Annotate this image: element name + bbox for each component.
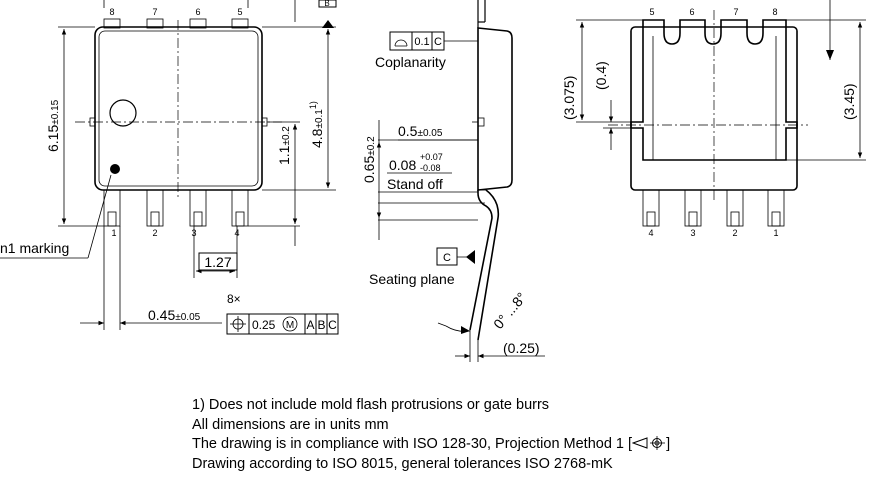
pin-label: 4 [648,228,653,238]
dim-0-45: 0.45±0.05 [148,307,201,323]
dim-0-25: (0.25) [503,340,540,356]
pin-label: 1 [773,228,778,238]
drawing-notes: 1) Does not include mold flash protrusio… [192,396,670,474]
position-tolerance-frame: 0.25 M A B C [226,313,339,335]
pin-label: 2 [152,228,157,238]
dim-0-4: (0.4) [593,61,609,90]
dim-1-1: 1.1±0.2 [276,126,292,165]
side-view: 0.65±0.2 0.5±0.05 0.08 +0.07 -0.08 Stand… [361,0,545,362]
pin-label: 7 [733,7,738,17]
pin1-dot [110,164,120,174]
standoff-label: Stand off [387,176,443,192]
dim-6-15: 6.15±0.15 [45,99,61,152]
dim-0-5: 0.5±0.05 [398,123,443,139]
lead-count: 8× [227,292,241,306]
top-view-bottom-pins: 1 2 3 4 [103,189,249,238]
datum-b: B [324,0,329,8]
pin1-marking-label: n1 marking [0,240,69,256]
pin-label: 3 [690,228,695,238]
seating-datum: C [443,252,451,264]
dim-3-075: (3.075) [561,76,577,120]
note-line-1: 1) Does not include mold flash protrusio… [192,397,550,413]
ejector-mark [109,99,137,127]
dim-4-8: 4.8±0.11) [308,101,325,148]
pin-label: 8 [772,7,777,17]
standoff-tol-minus: -0.08 [420,163,441,173]
top-view: 8 7 6 5 [0,0,339,335]
coplanarity-datum: C [434,36,442,48]
fcf-datum-b: B [317,318,325,332]
package-body-outline [94,26,263,191]
top-view-top-pins: 8 7 6 5 [103,0,249,29]
coplanarity-frame: 0.1 C Coplanarity [375,31,478,70]
pin-label: 7 [152,7,157,17]
standoff-tol-plus: +0.07 [420,152,443,162]
note-line-2: All dimensions are in units mm [192,416,389,433]
package-body-inner [98,30,259,187]
projection-method-icon [631,436,666,450]
bottom-view: 5 6 7 8 4 3 2 1 (3.075) [561,0,866,238]
dim-1-27: 1.27 [204,254,231,270]
standoff-value: 0.08 [389,157,416,173]
pin-label: 6 [195,7,200,17]
pin-label: 8 [109,7,114,17]
pin-label: 5 [649,7,654,17]
pin-label: 2 [732,228,737,238]
exposed-pad [630,19,798,161]
note-line-3-text: The drawing is in compliance with ISO 12… [192,436,633,452]
note-line-4: Drawing according to ISO 8015, general t… [192,455,613,472]
side-body [477,27,513,191]
bottom-view-pins [642,189,785,227]
pin-label: 6 [689,7,694,17]
pin-label: 1 [111,228,116,238]
coplanarity-value: 0.1 [414,36,429,48]
dim-0-65: 0.65±0.2 [361,136,377,183]
fcf-datum-a: A [306,318,314,332]
note-line-3: The drawing is in compliance with ISO 12… [192,435,670,455]
angle-label: 0° ...8° [490,289,529,332]
fcf-modifier: M [286,320,294,331]
coplanarity-label: Coplanarity [375,54,446,70]
fcf-datum-c: C [328,318,337,332]
pitch-box [198,252,238,271]
note-line-3-end: ] [666,436,671,452]
pin-label: 5 [237,7,242,17]
dim-3-45: (3.45) [841,83,857,120]
fcf-tol: 0.25 [252,318,276,332]
seating-plane-label: Seating plane [369,271,455,287]
